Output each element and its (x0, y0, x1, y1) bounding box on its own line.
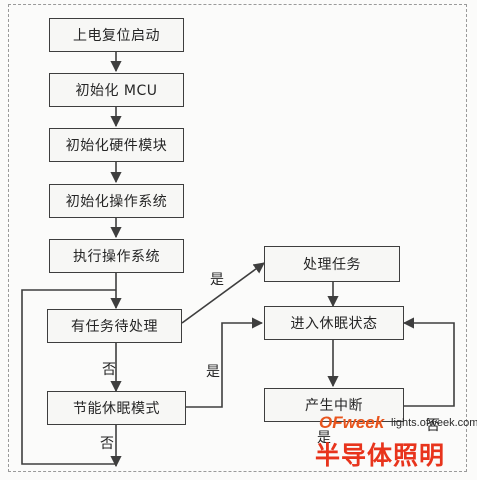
node-init-mcu: 初始化 MCU (49, 73, 184, 107)
node-enter-sleep: 进入休眠状态 (264, 306, 404, 340)
label-task-no: 否 (102, 362, 116, 378)
arrow-lowpower-to-sleep (186, 317, 264, 408)
label-interrupt-yes: 是 (317, 430, 331, 446)
watermark-url: lights.ofweek.com (391, 417, 477, 429)
arrow-interrupt-loop (402, 317, 455, 407)
node-init-hardware: 初始化硬件模块 (49, 128, 184, 162)
watermark: OFweek lights.ofweek.com 半导体照明 (307, 412, 477, 480)
label-interrupt-no: 否 (426, 418, 440, 434)
node-has-task: 有任务待处理 (47, 309, 182, 343)
label-task-yes: 是 (210, 272, 224, 288)
node-low-power: 节能休眠模式 (47, 391, 186, 425)
node-handle-task: 处理任务 (264, 246, 400, 282)
node-init-os: 初始化操作系统 (49, 184, 184, 218)
loop-back-line (21, 289, 116, 465)
watermark-channel: 半导体照明 (315, 441, 446, 470)
watermark-brand: OFweek (319, 413, 385, 432)
label-lowpower-no: 否 (100, 436, 114, 452)
watermark-top: OFweek lights.ofweek.com (307, 412, 477, 434)
node-interrupt: 产生中断 (264, 388, 404, 422)
arrow-task-to-handle (181, 262, 265, 324)
node-run-os: 执行操作系统 (49, 239, 184, 273)
label-lowpower-yes: 是 (206, 364, 220, 380)
node-power-on: 上电复位启动 (49, 18, 184, 52)
dashed-frame (8, 4, 467, 472)
